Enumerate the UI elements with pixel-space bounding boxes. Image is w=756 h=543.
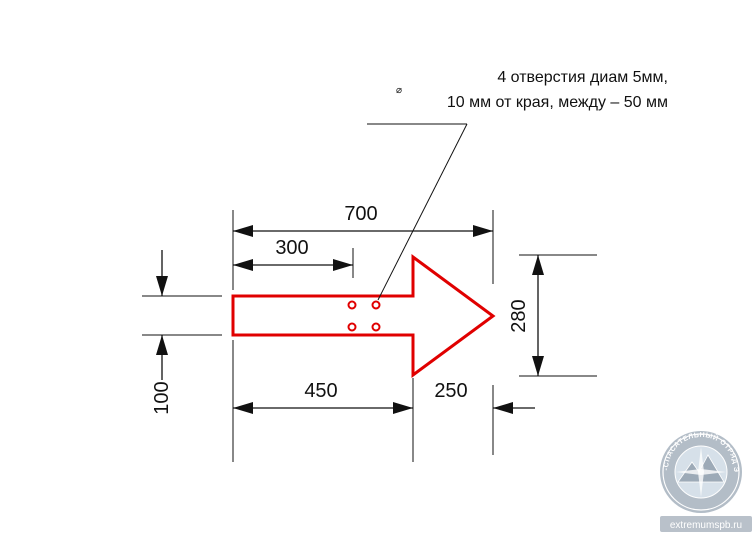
note-leader bbox=[367, 123, 468, 301]
dim-text-450: 450 bbox=[304, 380, 337, 402]
hole-top-left bbox=[347, 300, 357, 310]
hole-top-right bbox=[371, 300, 381, 310]
dim-text-100: 100 bbox=[151, 381, 173, 414]
dim-text-280: 280 bbox=[508, 299, 530, 332]
note-line-1: 4 отверстия диам 5мм, bbox=[497, 69, 668, 86]
note-line-2: 10 мм от края, между – 50 мм bbox=[447, 94, 668, 111]
hole-bottom-right bbox=[371, 322, 381, 332]
arrow-outline bbox=[231, 254, 496, 378]
hole-bottom-left bbox=[347, 322, 357, 332]
diameter-symbol: ⌀ bbox=[396, 85, 402, 96]
dim-text-250: 250 bbox=[434, 380, 467, 402]
mounting-holes bbox=[347, 300, 381, 332]
watermark-url-bg bbox=[660, 516, 752, 532]
watermark-url: extremumspb.ru bbox=[670, 520, 742, 531]
dim-text-300: 300 bbox=[275, 237, 308, 259]
dim-text-700: 700 bbox=[344, 203, 377, 225]
dimension-lines bbox=[156, 225, 544, 414]
